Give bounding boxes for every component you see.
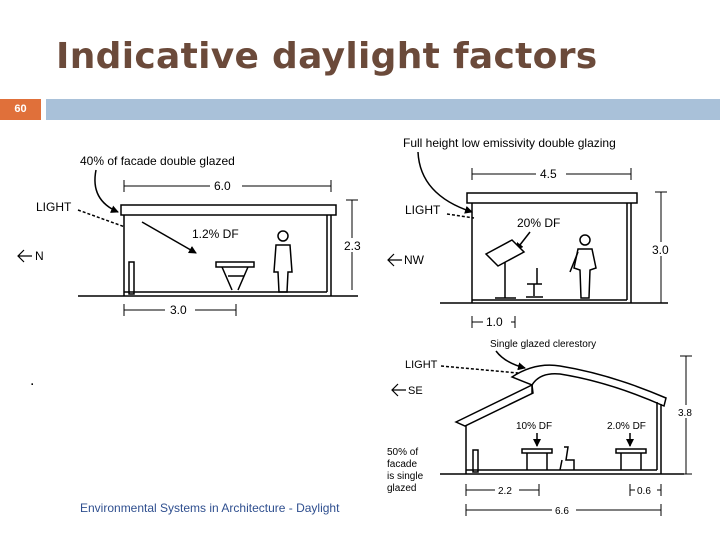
diagram1-table-legs: [221, 266, 249, 291]
diagram1-sill: [128, 261, 135, 295]
diagram2-caption: Full height low emissivity double glazin…: [403, 136, 616, 150]
diagram3-dim-left: 2.2: [498, 486, 512, 497]
diagram1-person-icon: [273, 230, 293, 293]
diagram3-clerestory-roof: [510, 364, 667, 408]
section-diagram-2: Full height low emissivity double glazin…: [387, 136, 678, 329]
diagram3-dim-height: 3.8: [678, 408, 692, 419]
diagram3-light-label: LIGHT: [405, 359, 438, 371]
diagram2-chair-icon: [526, 268, 543, 298]
diagram2-dim-depth: 1.0: [486, 315, 503, 329]
diagram3-table-right-icon: [615, 448, 647, 470]
diagram1-orientation-arrow-icon: [17, 249, 32, 263]
diagram1-caption-arrow: [94, 169, 119, 213]
diagram1-dim-height: 2.3: [344, 239, 361, 253]
bullet-point: .: [30, 372, 35, 389]
diagram3-dim-right: 0.6: [637, 486, 651, 497]
diagram1-table: [215, 261, 255, 268]
diagram2-orientation-arrow-icon: [387, 253, 402, 267]
diagram3-table-left-icon: [521, 448, 553, 470]
diagram1-light-label: LIGHT: [36, 200, 72, 214]
diagram3-light-ray: [440, 365, 519, 374]
diagram1-light-ray: [77, 209, 126, 228]
diagram3-orientation-arrow-icon: [391, 383, 406, 397]
diagram2-df-label: 20% DF: [517, 216, 560, 230]
diagram2-dim-width: 4.5: [540, 167, 557, 181]
diagram2-orientation: NW: [404, 253, 425, 267]
diagram1-orientation: N: [35, 249, 44, 263]
header-bar: [46, 99, 720, 120]
diagram3-facade-note-4: glazed: [387, 483, 416, 494]
diagram3-left-roof: [454, 383, 534, 427]
diagram2-light-label: LIGHT: [405, 203, 441, 217]
diagram2-dim-height: 3.0: [652, 243, 669, 257]
diagram3-df-left-label: 10% DF: [516, 421, 552, 432]
diagram3-dim-total: 6.6: [555, 506, 569, 517]
slide-number: 60: [0, 99, 41, 120]
diagram1-df-label: 1.2% DF: [192, 227, 239, 241]
section-diagram-1: 40% of facade double glazed LIGHT 1.2% D…: [17, 154, 370, 317]
diagram2-roof: [466, 192, 638, 204]
diagram1-df-arrow: [141, 221, 197, 254]
diagram1-dim-width: 6.0: [214, 179, 231, 193]
section-diagram-3: Single glazed clerestory LIGHT 10% DF 2.…: [387, 339, 700, 517]
diagram2-person-icon: [569, 234, 597, 299]
diagram3-caption: Single glazed clerestory: [490, 339, 596, 350]
diagram1-roof: [120, 204, 337, 216]
diagram2-caption-arrow: [417, 151, 473, 214]
slide-title: Indicative daylight factors: [56, 36, 598, 77]
diagram3-caption-arrow: [495, 350, 526, 371]
diagram3-low-sill: [472, 449, 479, 473]
diagram2-drafting-table-icon: [484, 239, 526, 299]
diagram2-light-ray: [446, 213, 475, 219]
diagram3-facade-note-1: 50% of: [387, 447, 418, 458]
diagram3-orientation: SE: [408, 385, 423, 397]
diagram1-caption: 40% of facade double glazed: [80, 154, 235, 168]
diagram3-df-right-label: 2.0% DF: [607, 421, 646, 432]
diagram3-facade-note-3: is single: [387, 471, 424, 482]
diagram3-chair-icon: [559, 446, 575, 471]
slide-footer: Environmental Systems in Architecture - …: [80, 501, 340, 515]
diagram1-dim-depth: 3.0: [170, 303, 187, 317]
diagram3-facade-note-2: facade: [387, 459, 417, 470]
